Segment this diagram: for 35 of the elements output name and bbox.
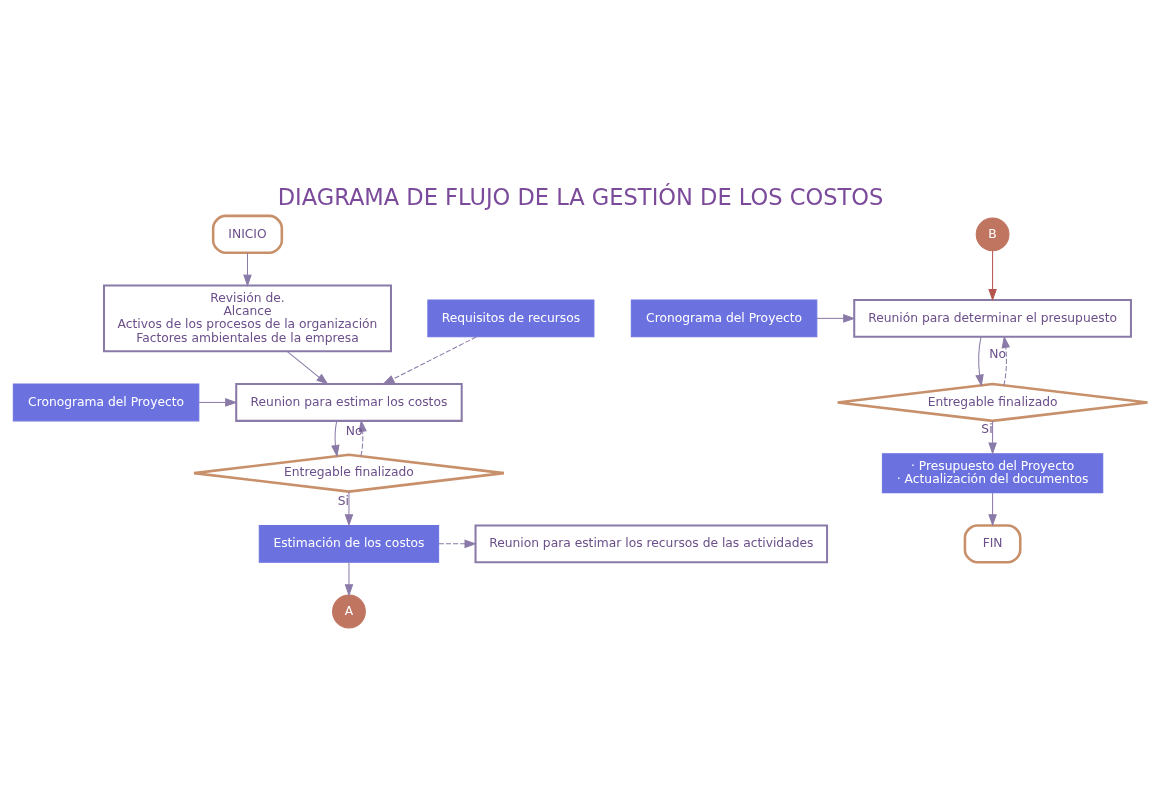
arrow bbox=[331, 420, 340, 457]
arrow bbox=[358, 419, 367, 456]
node-box: FIN bbox=[963, 523, 1022, 564]
arrow bbox=[975, 336, 984, 387]
node-box: Reunión para determinar el presupuesto bbox=[853, 298, 1132, 338]
node-box: Reunion para estimar los costos bbox=[235, 382, 463, 422]
node-box: INICIO bbox=[211, 214, 284, 254]
node-circle: B bbox=[975, 216, 1010, 251]
node-box: Estimación de los costos bbox=[258, 524, 440, 563]
node-diamond: Entregable finalizado bbox=[192, 452, 506, 493]
node-box: Requisitos de recursos bbox=[427, 298, 595, 337]
arrow bbox=[988, 491, 997, 527]
arrow bbox=[1001, 335, 1011, 386]
node-box: Revisión de. Alcance Activos de los procesos de la organización Factores ambientales de la empresa bbox=[103, 284, 392, 352]
arrow bbox=[344, 490, 354, 526]
node-diamond: Entregable finalizado bbox=[836, 382, 1149, 422]
node-box: · Presupuesto del Proyecto · Actualización del documentos bbox=[881, 452, 1104, 493]
arrow bbox=[198, 397, 238, 407]
node-box: Cronograma del Proyecto bbox=[630, 298, 818, 337]
arrow bbox=[243, 252, 252, 287]
node-circle: A bbox=[332, 594, 366, 628]
arrow bbox=[988, 249, 997, 301]
node-box: Reunion para estimar los recursos de las actividades bbox=[474, 523, 829, 563]
arrow bbox=[988, 420, 997, 455]
arrow bbox=[816, 313, 856, 323]
arrow bbox=[382, 336, 477, 385]
edge-label: No bbox=[345, 423, 363, 438]
edge-label: No bbox=[989, 346, 1007, 361]
edge-label: Si bbox=[337, 493, 349, 508]
edge-label: Si bbox=[981, 421, 993, 436]
node-box: Cronograma del Proyecto bbox=[12, 382, 200, 421]
diagram-title: DIAGRAMA DE FLUJO DE LA GESTIÓN DE LOS COSTOS bbox=[277, 183, 884, 210]
arrow bbox=[344, 561, 354, 597]
arrow bbox=[438, 539, 477, 548]
arrow bbox=[286, 350, 329, 385]
